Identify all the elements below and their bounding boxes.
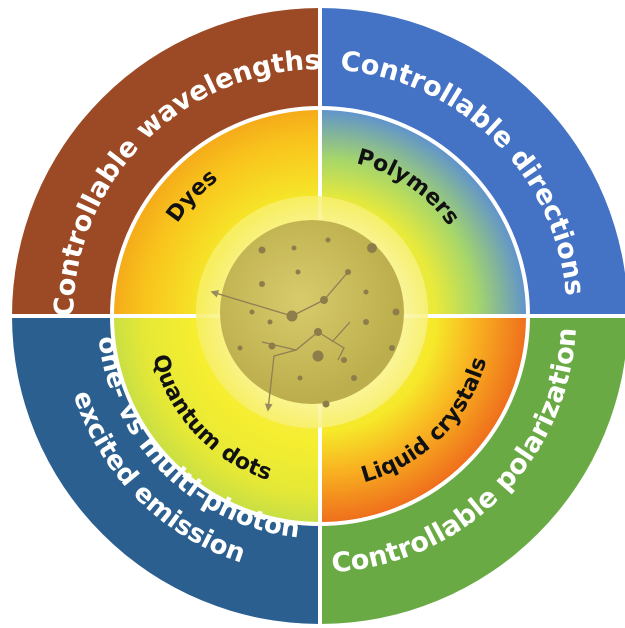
particles (237, 237, 400, 408)
core-sphere (220, 220, 404, 404)
ring-separator (110, 106, 530, 526)
